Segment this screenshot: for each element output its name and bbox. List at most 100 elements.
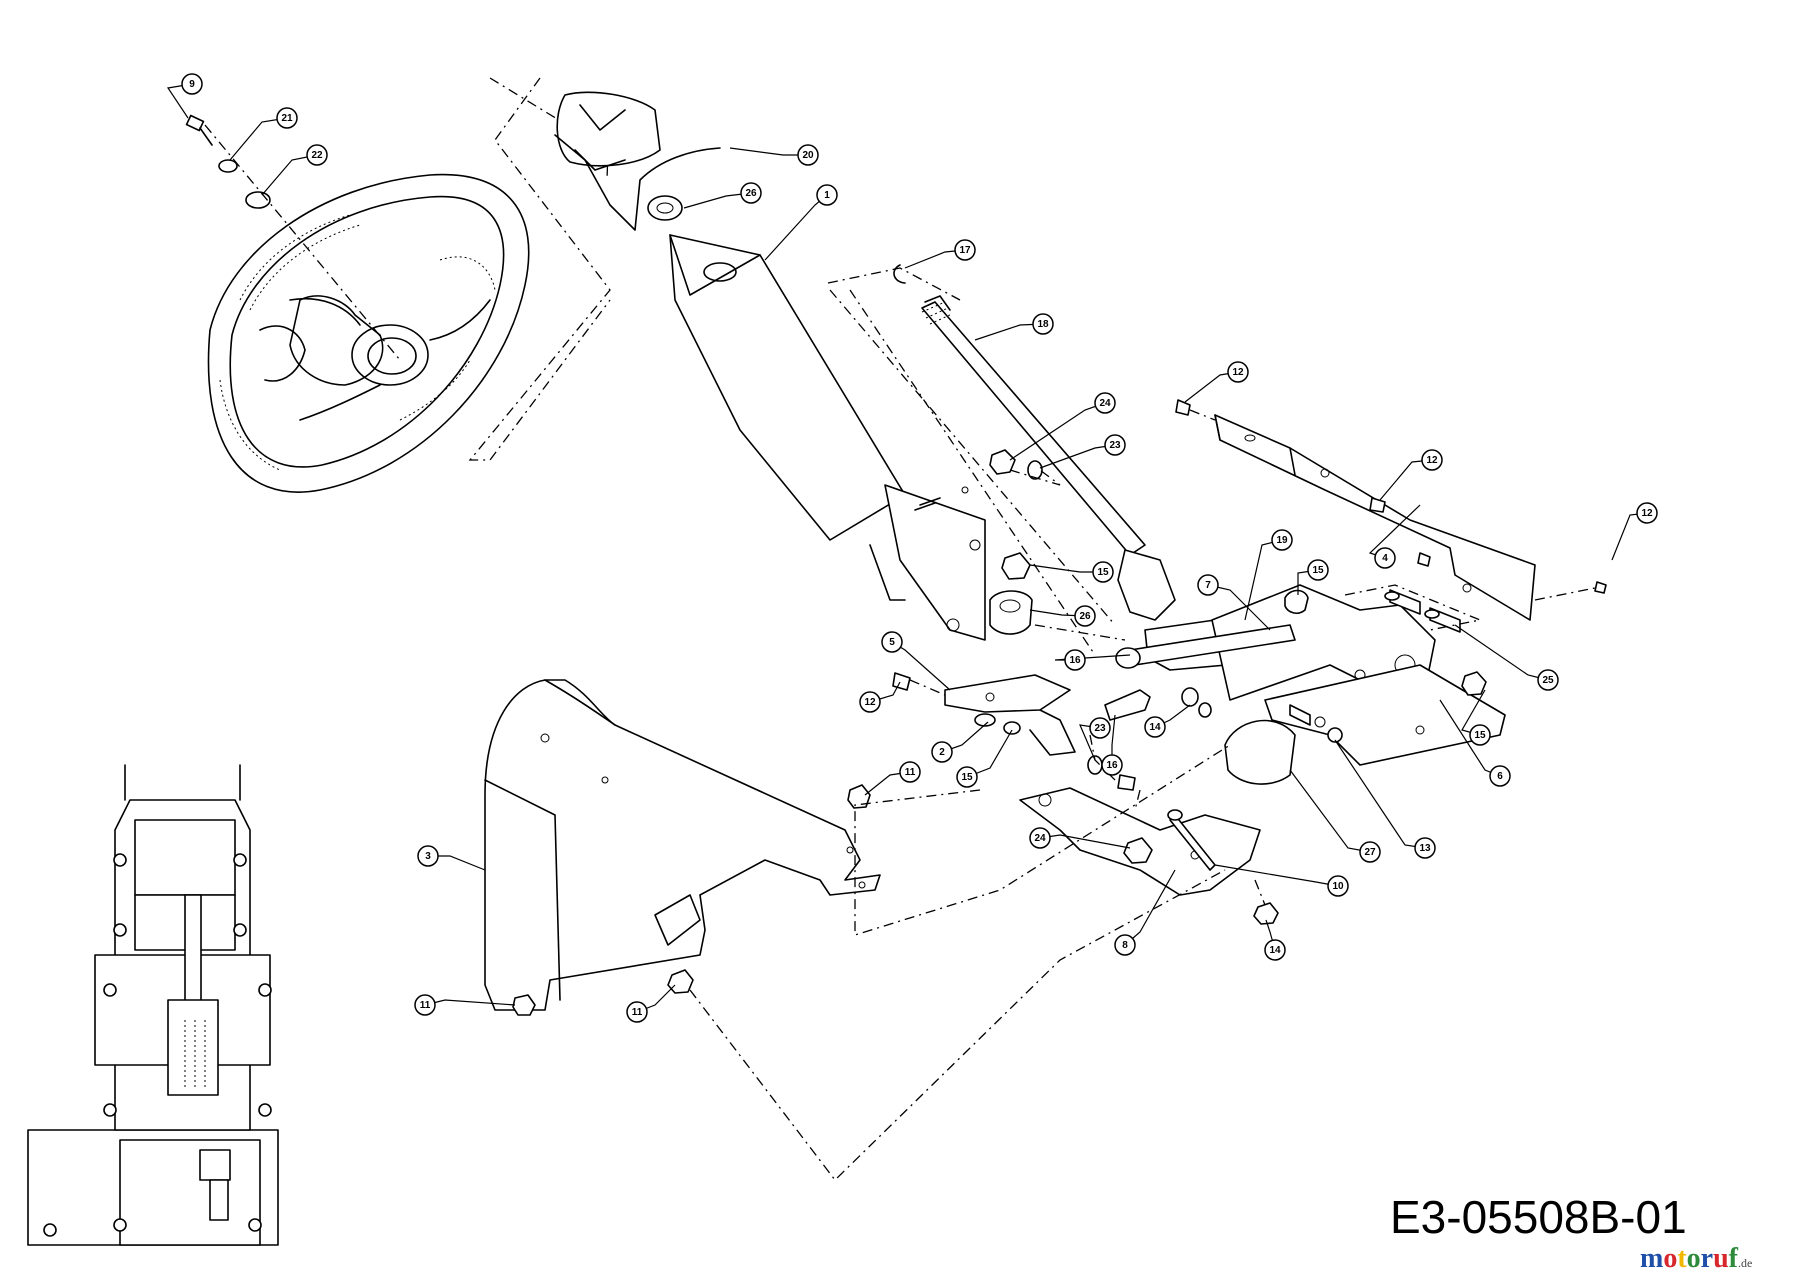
bracket-5[interactable] (944, 674, 1076, 756)
nut-14-lower[interactable] (1253, 902, 1279, 925)
nut-24-lower[interactable] (1123, 837, 1153, 864)
callout-16: 16 (1101, 714, 1123, 776)
callout-14: 14 (1144, 704, 1191, 738)
sector-plate-27[interactable] (1224, 719, 1296, 785)
drawing-code: E3-05508B-01 (1390, 1191, 1687, 1243)
callout-label: 12 (1426, 455, 1438, 466)
callout-15: 15 (1461, 689, 1491, 746)
callout-bubble (414, 994, 436, 1016)
callout-5: 5 (881, 631, 951, 691)
callout-bubble (1469, 724, 1491, 746)
callout-label: 13 (1419, 843, 1431, 854)
callout-18: 18 (974, 313, 1054, 341)
callout-label: 20 (802, 150, 814, 161)
washer-14-upper[interactable] (1181, 687, 1212, 718)
tie-rod-16[interactable] (1115, 624, 1296, 669)
callout-23: 23 (1079, 717, 1111, 761)
bolt-12-bracket-right-b[interactable] (1594, 581, 1607, 594)
callout-15: 15 (1297, 559, 1329, 595)
bolt-12-bracket-top[interactable] (1175, 399, 1191, 416)
callout-24: 24 (1029, 827, 1131, 849)
callout-label: 21 (281, 113, 293, 124)
stud-25-a[interactable] (1384, 589, 1421, 615)
callout-12: 12 (1611, 502, 1658, 561)
bolt-10[interactable] (1167, 809, 1216, 871)
callout-label: 6 (1497, 771, 1503, 782)
callout-bubble (1414, 837, 1436, 859)
link-arm-16[interactable] (1104, 689, 1151, 721)
callout-21: 21 (229, 107, 298, 161)
callout-11: 11 (626, 984, 676, 1023)
washer-23-column[interactable] (1027, 460, 1043, 480)
bolt-12-bracket-left[interactable] (892, 672, 911, 691)
callout-bubble (1421, 449, 1443, 471)
bolt-12-bracket-mid[interactable] (1369, 497, 1386, 513)
callout-label: 15 (1474, 730, 1486, 741)
bolt-lower-stud[interactable] (1117, 774, 1136, 791)
callout-bubble (1074, 605, 1096, 627)
lock-washer-21[interactable] (218, 159, 238, 173)
steering-wheel[interactable] (207, 173, 530, 493)
callout-bubble (1537, 669, 1559, 691)
callout-label: 27 (1364, 847, 1376, 858)
bolt-9[interactable] (185, 114, 213, 146)
front-cover-3[interactable] (484, 679, 881, 1011)
bracket-2[interactable] (974, 713, 1021, 735)
watermark-letter: o (1663, 1243, 1678, 1274)
callout-label: 12 (1641, 508, 1653, 519)
nut-15-column[interactable] (1001, 552, 1031, 580)
nut-15-right[interactable] (1461, 671, 1487, 696)
stud-25-b[interactable] (1424, 607, 1461, 633)
callout-bubble (417, 845, 439, 867)
pivot-pin-13[interactable] (1289, 704, 1343, 743)
callout-12: 12 (1184, 361, 1249, 403)
bearing-15-right[interactable] (1284, 589, 1309, 615)
callout-bubble (1064, 649, 1086, 671)
callout-16: 16 (1054, 649, 1131, 671)
callout-bubble (1092, 561, 1114, 583)
steering-shaft[interactable] (921, 295, 1176, 621)
callout-leader (764, 194, 828, 261)
callout-leader (729, 147, 808, 156)
callout-bubble (1636, 502, 1658, 524)
callout-bubble (1307, 559, 1329, 581)
callout-bubble (859, 691, 881, 713)
callout-2: 2 (931, 721, 989, 763)
bolt-11-bottom-left[interactable] (512, 994, 536, 1016)
callout-27: 27 (1289, 769, 1381, 863)
callout-leader (1029, 564, 1103, 573)
callout-13: 13 (1334, 739, 1436, 859)
watermark-letter: r (1700, 1243, 1714, 1274)
steering-column-housing[interactable] (669, 234, 986, 641)
bolt-11-top[interactable] (847, 784, 871, 809)
pivot-bracket-6[interactable] (1264, 664, 1506, 766)
callout-22: 22 (261, 144, 328, 196)
callout-label: 26 (745, 188, 757, 199)
callout-label: 19 (1276, 535, 1288, 546)
callout-label: 16 (1106, 760, 1118, 771)
callout-bubble (1489, 765, 1511, 787)
column-cover[interactable] (554, 91, 721, 231)
callout-label: 14 (1149, 722, 1161, 733)
bushing-26-top[interactable] (647, 195, 683, 221)
bolt-12-bracket-right-a[interactable] (1417, 552, 1431, 567)
callout-10: 10 (1214, 864, 1349, 897)
bushing-26-lower[interactable] (989, 590, 1033, 635)
callout-bubble (1264, 939, 1286, 961)
bolt-11-bottom-right[interactable] (667, 969, 694, 994)
callout-label: 22 (311, 150, 323, 161)
callout-label: 14 (1269, 945, 1281, 956)
steering-bracket-4[interactable] (1214, 414, 1536, 621)
callout-label: 1 (824, 190, 830, 201)
callout-label: 24 (1034, 833, 1046, 844)
nut-24-column[interactable] (989, 449, 1016, 475)
e-clip-17[interactable] (893, 264, 906, 284)
callout-15: 15 (956, 729, 1013, 788)
callout-bubble (1101, 754, 1123, 776)
callout-label: 4 (1382, 553, 1388, 564)
watermark-domain: .de (1738, 1256, 1753, 1270)
callout-bubble (626, 1001, 648, 1023)
callout-bubble (1359, 841, 1381, 863)
